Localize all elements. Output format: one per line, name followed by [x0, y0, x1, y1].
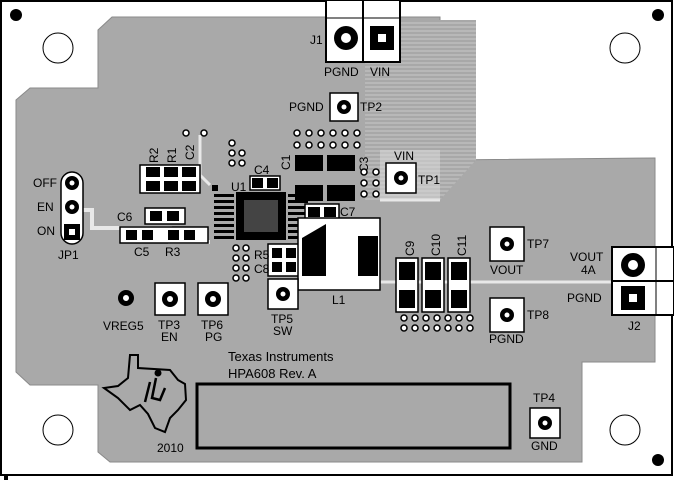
c4-label: C4: [254, 163, 270, 177]
revision-label: HPA608 Rev. A: [228, 366, 317, 381]
tp7-ref-label: TP7: [527, 237, 549, 251]
c3-via-array: [360, 168, 380, 198]
tp7-test-point: [489, 226, 525, 262]
company-label: Texas Instruments: [228, 349, 334, 364]
c5-label: C5: [134, 245, 150, 259]
u1-label: U1: [231, 180, 247, 194]
c5-r3-pads: [119, 226, 209, 244]
j1-ref-label: J1: [310, 33, 323, 47]
mount-hole-bottom-left: [42, 414, 74, 446]
c4-via-array: [228, 139, 246, 167]
tp4-net-label: GND: [531, 439, 558, 453]
r5-c8-pads: [267, 243, 301, 277]
l1-label: L1: [332, 293, 346, 307]
jp1-on-label: ON: [37, 224, 55, 238]
jp1-en-label: EN: [37, 200, 54, 214]
tp8-ref-label: TP8: [527, 308, 549, 322]
tp6-ref-label: TP6: [201, 318, 223, 332]
c6-label: C6: [117, 210, 133, 224]
ti-logo: [101, 354, 188, 434]
jp1-ref-label: JP1: [58, 248, 79, 262]
tp1-ref-label: TP1: [418, 173, 440, 187]
r3-label: R3: [165, 245, 181, 259]
r1-label: R1: [165, 147, 179, 163]
fiducial-top-right: [652, 9, 664, 21]
mount-hole-top-left: [42, 32, 74, 64]
r5-label: R5: [254, 248, 270, 262]
c10-label: C10: [429, 234, 443, 256]
c7-label: C7: [340, 205, 356, 219]
vreg5-test-point: [118, 290, 134, 306]
tp2-net-label: PGND: [289, 100, 324, 114]
tp3-test-point: [154, 282, 186, 316]
j2-connector: [611, 246, 674, 316]
tp4-test-point: [529, 407, 561, 439]
c9-label: C9: [403, 240, 417, 256]
output-via-array: [400, 314, 474, 332]
c8-label: C8: [254, 262, 270, 276]
u1-ic-footprint: [212, 185, 308, 240]
jp1-off-label: OFF: [33, 176, 57, 190]
tp6-net-label: PG: [205, 330, 222, 344]
r1-r2-c2-pads: [139, 164, 201, 194]
tp8-test-point: [489, 297, 525, 333]
fiducial-top-left: [10, 9, 22, 21]
mount-hole-top-right: [609, 32, 641, 64]
tp5-ref-label: TP5: [271, 312, 293, 326]
board-edge-marker: [4, 476, 8, 480]
jp1-jumper: [60, 171, 84, 245]
c4-pads: [249, 175, 281, 191]
tp1-test-point: [385, 162, 417, 194]
c1-via-array: [293, 129, 361, 149]
l1-inductor: [297, 217, 381, 291]
tp2-ref-label: TP2: [360, 100, 382, 114]
j2-pgnd-label: PGND: [567, 291, 602, 305]
tp1-net-label: VIN: [394, 149, 414, 163]
tp3-net-label: EN: [161, 330, 178, 344]
c3-label: C3: [357, 156, 371, 172]
fiducial-bottom-right: [652, 454, 664, 466]
j2-ref-label: J2: [628, 319, 641, 333]
tp3-ref-label: TP3: [158, 318, 180, 332]
r2-label: R2: [147, 147, 161, 163]
tp8-net-label: PGND: [489, 332, 524, 346]
j1-vin-label: VIN: [370, 65, 390, 79]
c11-label: C11: [455, 235, 469, 256]
tp7-net-label: VOUT: [490, 263, 524, 277]
output-capacitor-pads: [395, 257, 471, 313]
c2-label: C2: [183, 144, 197, 160]
vreg5-label: VREG5: [103, 319, 144, 333]
tp4-ref-label: TP4: [533, 391, 555, 405]
j2-vout-label: VOUT: [570, 250, 604, 264]
r5-via-array: [232, 244, 250, 282]
tp5-test-point: [267, 278, 299, 310]
feedback-vias: [182, 129, 208, 137]
tp5-net-label: SW: [273, 324, 293, 338]
c6-pads: [144, 207, 186, 225]
j1-pgnd-label: PGND: [324, 65, 359, 79]
serial-label-box: [195, 382, 512, 450]
c1-label: C1: [279, 154, 293, 170]
j2-4a-label: 4A: [581, 263, 596, 277]
vin-copper-area: [365, 20, 476, 200]
tp6-test-point: [197, 282, 229, 316]
mount-hole-bottom-right: [609, 414, 641, 446]
tp2-test-point: [329, 92, 359, 122]
j1-connector: [325, 0, 401, 63]
year-label: 2010: [157, 441, 184, 455]
